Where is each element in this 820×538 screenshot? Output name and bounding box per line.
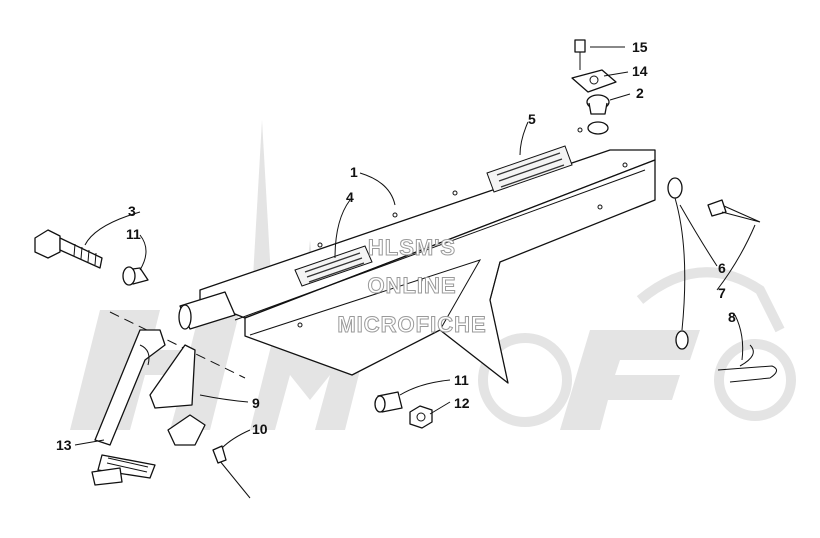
callout-9: 9 (252, 395, 260, 411)
callout-15: 15 (632, 39, 648, 55)
callout-14: 14 (632, 63, 648, 79)
callout-7: 7 (718, 285, 726, 301)
watermark-line-2: ONLINE (367, 273, 456, 298)
plate-14 (571, 69, 617, 93)
bracket (94, 329, 206, 446)
assembly-line (109, 311, 246, 379)
decal-right (486, 145, 573, 193)
callout-10: 10 (252, 421, 268, 437)
decal-left (294, 245, 373, 287)
callout-8: 8 (728, 309, 736, 325)
pin-10 (212, 445, 251, 499)
bushing-left (122, 266, 149, 286)
callout-11-upper: 11 (126, 226, 141, 242)
grommet-2 (586, 94, 610, 115)
watermark-line-3: MICROFICHE (337, 312, 486, 337)
screw-15 (574, 39, 586, 70)
small-hole (577, 127, 583, 133)
nut (409, 405, 433, 429)
callout-4: 4 (346, 189, 354, 205)
mount-hole (587, 121, 609, 135)
lanyard (667, 177, 689, 350)
callout-labels: 15 14 2 5 1 4 3 11 6 7 8 9 11 12 13 10 (56, 39, 736, 453)
callout-2: 2 (636, 85, 644, 101)
callout-6: 6 (718, 260, 726, 276)
clip-pin (707, 199, 761, 223)
leader-lines (74, 46, 756, 449)
callout-1: 1 (350, 164, 358, 180)
bushing-lower (374, 391, 403, 413)
callout-11-lower: 11 (454, 372, 469, 388)
callout-3: 3 (128, 203, 136, 219)
hairpin (717, 344, 777, 383)
callout-13: 13 (56, 437, 72, 453)
bolt (34, 229, 103, 269)
watermark-line-1: HLSM'S (368, 235, 456, 260)
pin-tube (178, 291, 236, 330)
small-plate (91, 454, 156, 486)
callout-5: 5 (528, 111, 536, 127)
watermark-text: HLSM'S ONLINE MICROFICHE (337, 235, 486, 338)
callout-12: 12 (454, 395, 470, 411)
